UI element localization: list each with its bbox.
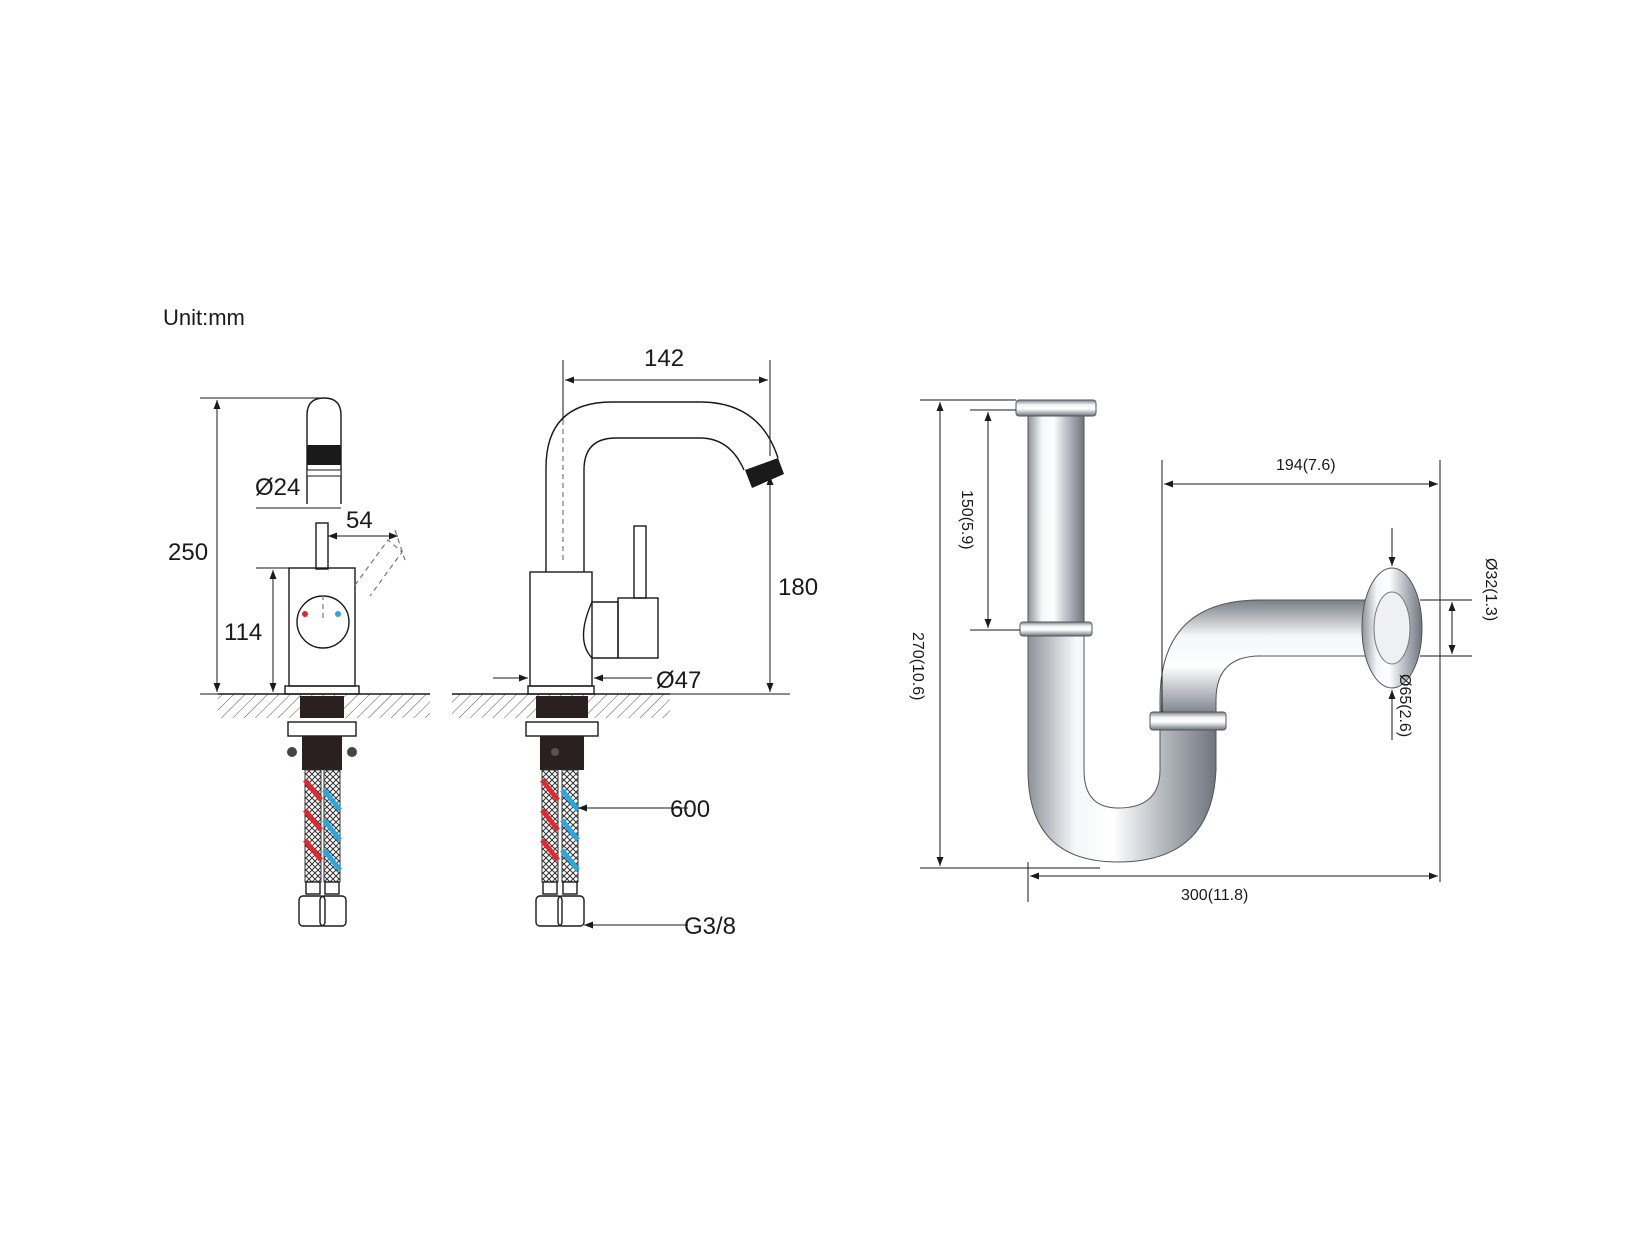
hot-indicator-dot: [302, 611, 308, 617]
unit-label: Unit:mm: [163, 305, 245, 330]
cold-indicator-dot: [335, 611, 341, 617]
dim-connector-thread: G3/8: [684, 913, 736, 940]
faucet-front-view: 250 114 Ø24 54: [168, 397, 430, 927]
dim-handle-offset: 54: [346, 507, 373, 534]
spout-front: [306, 397, 342, 504]
body-side: [527, 525, 659, 695]
faucet-side-view: 142 180 Ø47 600 G3/8: [452, 345, 818, 940]
dimensions-front: [200, 397, 398, 695]
dim-total-width: 300(11.8): [1181, 887, 1248, 904]
trap-tailpiece: [1015, 399, 1097, 637]
trap-outlet-arm: [1149, 599, 1381, 731]
dim-height-total: 250: [168, 539, 208, 566]
dim-height-body: 114: [224, 619, 262, 646]
dim-tube-length: 150(5.9): [958, 490, 975, 550]
mount-hardware-side: [525, 696, 599, 770]
hoses-front: [298, 769, 347, 927]
dim-spout-height: 180: [778, 574, 818, 601]
mount-hardware-front: [287, 696, 357, 770]
dim-hose-length: 600: [670, 796, 710, 823]
dim-outlet-depth: 194(7.6): [1276, 457, 1336, 474]
dimensions-side: [493, 360, 790, 929]
trap-u-bend: [1027, 635, 1217, 863]
dim-rosette-diameter: Ø65(2.6): [1396, 674, 1413, 737]
dim-spout-diameter: Ø24: [255, 474, 300, 501]
dim-reach: 142: [644, 345, 684, 372]
dimensions-trap: [920, 399, 1472, 902]
dim-total-height: 270(10.6): [909, 632, 926, 701]
trap-wall-rosette: [1361, 567, 1423, 689]
body-front: [284, 567, 360, 695]
handle-front: [315, 522, 329, 570]
spout-side: [545, 401, 784, 572]
p-trap-drawing: 270(10.6) 150(5.9) 194(7.6) 300(11.8) Ø3…: [909, 399, 1499, 904]
hoses-side: [535, 769, 585, 927]
dim-base-diameter: Ø47: [656, 667, 701, 694]
dim-outlet-pipe-diameter: Ø32(1.3): [1482, 558, 1499, 621]
handle-swing-front: [354, 529, 406, 597]
